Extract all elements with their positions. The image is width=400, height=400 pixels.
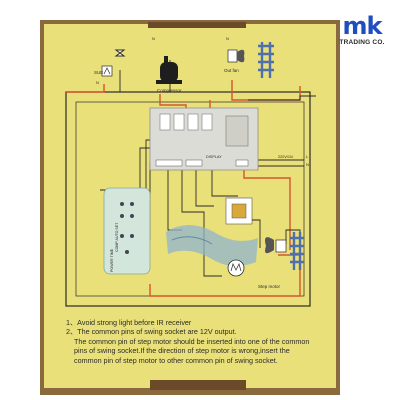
swing-coil-icon [290,232,304,270]
wire-n2-label: N [226,36,229,41]
wiring-card [44,24,336,388]
valve-symbol-icon [114,49,126,57]
sue-valve-icon [101,65,113,77]
remote-side-label: POWER TIME [110,248,114,272]
compressor-label: Compressor [157,88,182,93]
transformer-icon [225,197,253,225]
swing-fan-icon [265,237,287,254]
remote-middle-label: COMP AUTO SET [115,222,119,252]
step-motor-icon [227,259,245,277]
fan-coil-icon [258,42,274,78]
terminal-l-label: L [306,154,309,159]
note-line-1: 1、Avoid strong light before IR receiver [66,318,192,327]
compressor-icon [156,56,182,84]
step-motor-label: Step motor [258,284,281,289]
out-fan-label: Out fan [224,68,239,73]
wire-n3-label: N [96,80,99,85]
brand-tagline: TRADING CO. [339,39,385,46]
main-outline [65,91,311,307]
note-line-3: The common pin of step motor should be i… [74,336,310,346]
wire-n1-label: N [152,36,155,41]
notes-block: 1、Avoid strong light before IR receiver … [66,318,338,365]
sue-label: SUE [94,70,103,75]
note-line-2: 2、The common pins of swing socket are 12… [66,327,237,337]
remote-display-panel [103,187,151,275]
note-line-4: pins of swing socket.If the direction of… [74,346,290,356]
brand-watermark: mk TRADING CO. [334,14,390,46]
brand-name: mk [342,12,383,40]
note-line-5: common pin of step motor to other common… [74,355,278,365]
terminal-n-label: N [306,162,309,167]
power-in-label: 220V/1N [278,155,293,159]
display-label: DISPLAY [206,155,222,159]
airflow-swirl-icon [166,225,258,267]
out-fan-icon [227,49,245,63]
red-wires [66,80,301,297]
control-board [149,107,259,171]
